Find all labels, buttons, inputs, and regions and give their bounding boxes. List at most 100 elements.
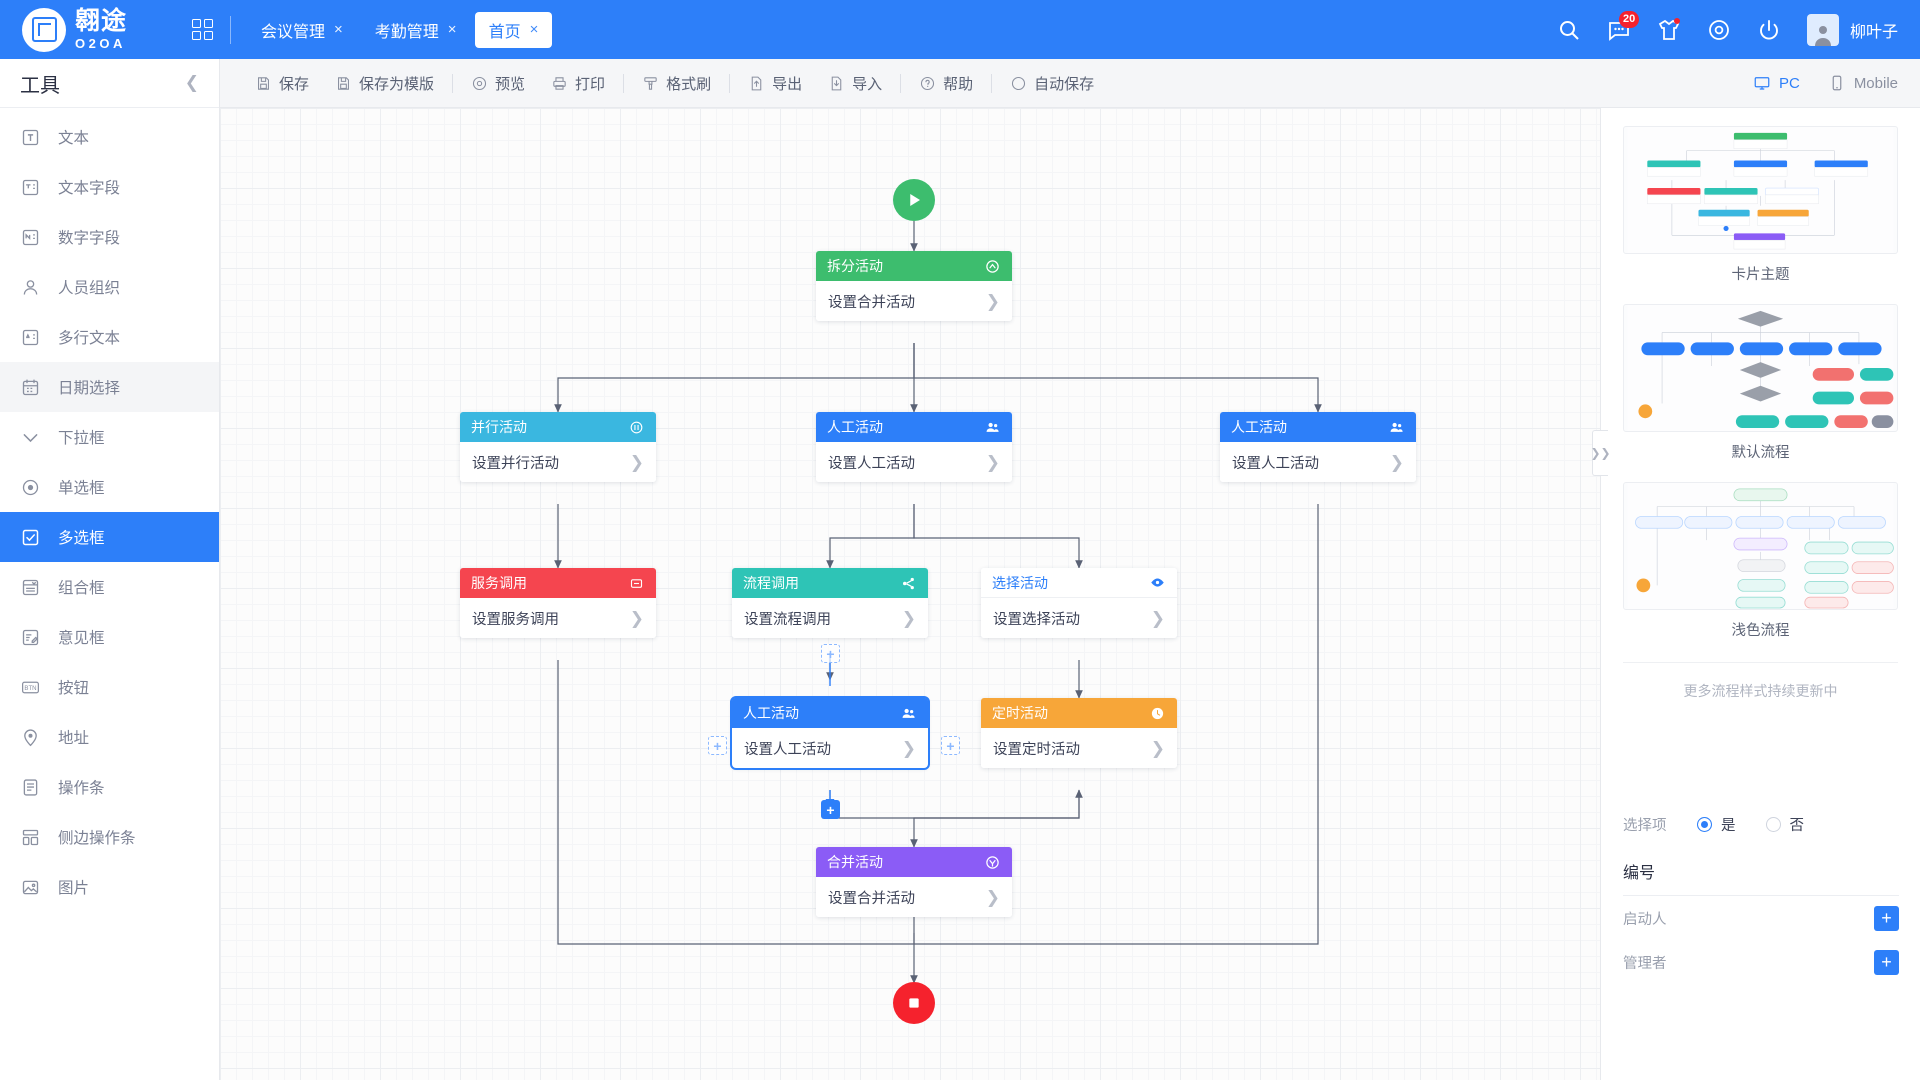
node-title: 选择活动 [992,574,1048,591]
chevron-right-icon[interactable]: ❯❯ [1590,430,1611,476]
save-button[interactable]: 保存 [242,73,322,94]
autosave-toggle[interactable]: 自动保存 [997,73,1107,94]
close-icon[interactable]: × [334,21,343,38]
radio-label: 否 [1789,817,1805,834]
node-body[interactable]: 设置人工活动 ❯ [732,728,928,768]
plus-icon: + [713,737,722,754]
theme-shirt-icon[interactable] [1657,17,1681,42]
flow-node-split[interactable]: 拆分活动 设置合并活动 ❯ [816,251,1012,321]
flow-node-manual-2[interactable]: 人工活动 设置人工活动 ❯ [1220,412,1416,482]
device-toggle-group: PC Mobile [1753,74,1898,92]
sidebar-item-number-field[interactable]: 数字字段 [0,212,219,262]
sidebar-item-label: 文本 [58,130,90,147]
device-pc-button[interactable]: PC [1753,74,1800,92]
settings-gear-icon[interactable] [1707,18,1731,42]
flow-node-parallel[interactable]: 并行活动 设置并行活动 ❯ [460,412,656,482]
sidebar-item-side-action-bar[interactable]: 侧边操作条 [0,812,219,862]
node-body[interactable]: 设置流程调用 ❯ [732,598,928,638]
username: 柳叶子 [1849,23,1898,41]
node-body[interactable]: 设置合并活动 ❯ [816,281,1012,321]
flow-node-choice[interactable]: 选择活动 设置选择活动 ❯ [981,568,1177,638]
sidebar-item-combobox[interactable]: 组合框 [0,562,219,612]
help-button[interactable]: 帮助 [906,73,986,94]
node-body[interactable]: 设置人工活动 ❯ [1220,442,1416,482]
clock-icon [1149,705,1166,722]
flow-node-process-call[interactable]: 流程调用 设置流程调用 ❯ [732,568,928,638]
format-brush-button[interactable]: 格式刷 [629,73,724,94]
node-title: 服务调用 [471,575,527,591]
node-body[interactable]: 设置并行活动 ❯ [460,442,656,482]
node-body[interactable]: 设置选择活动 ❯ [981,598,1177,638]
sidebar-item-action-bar[interactable]: 操作条 [0,762,219,812]
sidebar-item-opinion[interactable]: 意见框 [0,612,219,662]
node-body[interactable]: 设置定时活动 ❯ [981,728,1177,768]
theme-option-light[interactable]: 浅色流程 [1623,482,1898,656]
flow-node-timer[interactable]: 定时活动 设置定时活动 ❯ [981,698,1177,768]
sidebar-item-multiline-text[interactable]: 多行文本 [0,312,219,362]
sidebar-header: 工具 ❮ [0,59,219,108]
close-icon[interactable]: × [447,21,457,38]
sidebar-item-text[interactable]: 文本 [0,112,219,162]
theme-option-default[interactable]: 默认流程 [1623,304,1898,478]
print-button[interactable]: 打印 [538,73,618,94]
flow-node-merge[interactable]: 合并活动 设置合并活动 ❯ [816,847,1012,917]
theme-option-card[interactable]: 卡片主题 [1623,126,1898,300]
person-icon [984,419,1001,436]
start-node[interactable] [893,179,935,221]
flow-node-manual-3-selected[interactable]: 人工活动 设置人工活动 ❯ [730,696,930,770]
sidebar-item-date-picker[interactable]: 日期选择 [0,362,219,412]
chevron-right-icon: ❯ [1150,738,1165,758]
chevron-left-icon[interactable]: ❮ [184,73,199,92]
field-row-manager: 管理者 + [1623,940,1899,984]
search-icon[interactable] [1557,18,1581,42]
close-icon[interactable]: × [529,21,539,38]
node-body[interactable]: 设置人工活动 ❯ [816,442,1012,482]
connector-handle-left[interactable]: + [708,736,727,755]
node-body[interactable]: 设置合并活动 ❯ [816,877,1012,917]
export-button[interactable]: 导出 [735,73,815,94]
tab-attendance[interactable]: 考勤管理 × [361,12,471,48]
sidebar-item-address[interactable]: 地址 [0,712,219,762]
apps-grid-icon[interactable] [192,18,214,41]
device-mobile-button[interactable]: Mobile [1828,74,1898,92]
sidebar-item-label: 多行文本 [58,330,121,347]
preview-button[interactable]: 预览 [458,73,538,94]
sidebar-item-dropdown[interactable]: 下拉框 [0,412,219,462]
radio-label: 是 [1721,817,1736,834]
flow-node-service[interactable]: 服务调用 设置服务调用 ❯ [460,568,656,638]
power-icon[interactable] [1757,18,1781,42]
tab-home[interactable]: 首页 × [474,11,553,48]
sidebar-item-label: 按钮 [58,680,90,697]
node-body[interactable]: 设置服务调用 ❯ [460,598,656,638]
flow-node-manual-1[interactable]: 人工活动 设置人工活动 ❯ [816,412,1012,482]
sidebar-item-image[interactable]: 图片 [0,862,219,912]
toolbar-divider [729,73,731,93]
brand-logo[interactable]: 翱途 O2OA [0,7,178,52]
connector-handle-right[interactable]: + [941,736,960,755]
radio-no[interactable]: 否 [1765,814,1805,835]
tab-meeting[interactable]: 会议管理 × [247,12,357,48]
connector-handle-bottom[interactable]: + [821,800,840,819]
add-manager-button[interactable]: + [1874,949,1899,975]
add-starter-button[interactable]: + [1874,905,1899,931]
flow-canvas[interactable]: 拆分活动 设置合并活动 ❯ 并行活动 设置并行活动 ❯ 人工活动 设置人工活动 … [220,108,1600,1080]
sidebar-item-checkbox[interactable]: 多选框 [0,512,219,562]
chevron-right-icon: ❯ [629,452,644,472]
save-as-template-button[interactable]: 保存为模版 [322,73,447,94]
chevron-right-icon: ❯ [985,452,1000,472]
import-label: 导入 [852,75,883,93]
import-button[interactable]: 导入 [815,73,895,94]
sidebar-item-person-org[interactable]: 人员组织 [0,262,219,312]
sidebar-list: 文本 文本字段 数字字段 人员组织 多行文本 日期选择 下拉框 单选框 [0,108,219,912]
header-actions: 20 柳叶子 [1557,10,1920,46]
sidebar-item-text-field[interactable]: 文本字段 [0,162,219,212]
sidebar-item-label: 下拉框 [58,430,105,447]
node-header: 人工活动 [816,412,1012,442]
radio-yes[interactable]: 是 [1697,814,1736,835]
sidebar-item-button[interactable]: BTN 按钮 [0,662,219,712]
end-node[interactable] [893,982,935,1024]
connector-handle-top[interactable]: + [821,644,840,663]
sidebar-item-radio[interactable]: 单选框 [0,462,219,512]
message-icon[interactable]: 20 [1607,10,1640,42]
user-menu[interactable]: 柳叶子 [1806,13,1898,46]
